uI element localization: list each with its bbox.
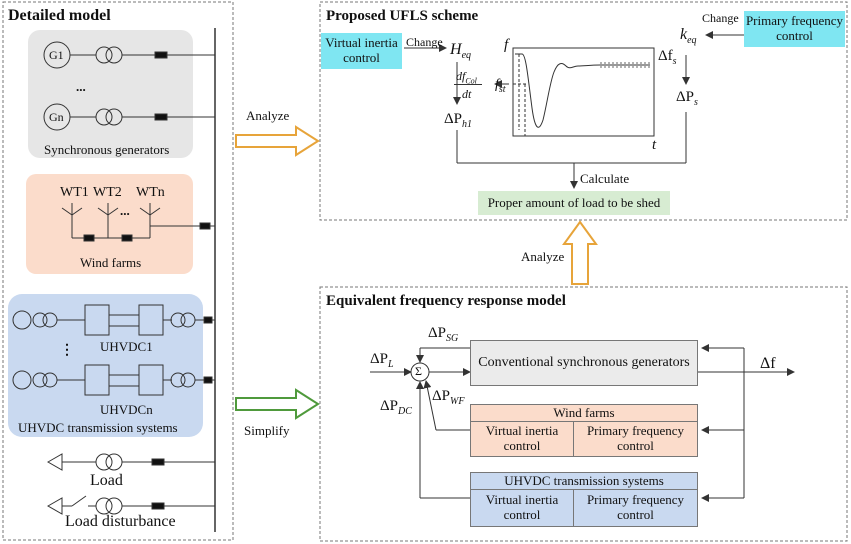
conv-gen-text: Conventional synchronous generators: [478, 354, 690, 370]
virtual-inertia-text: Virtual inertia control: [325, 35, 398, 65]
calculate-label: Calculate: [580, 171, 630, 186]
dpdc-label: ΔPDC: [380, 398, 412, 417]
heq-label: Heq: [450, 41, 472, 62]
dps-label: ΔPs: [676, 89, 698, 108]
keq-label: keq: [680, 26, 697, 47]
load-shed-text: Proper amount of load to be shed: [487, 194, 661, 210]
wtn-label: WTn: [136, 185, 165, 200]
dfcol-numerator: dfCol: [456, 69, 477, 86]
uhvdc-systems-label: UHVDC transmission systems: [18, 420, 178, 435]
uhvdcn-label: UHVDCn: [100, 402, 153, 417]
change-left-label: Change: [406, 35, 443, 49]
wind-panel: [26, 174, 193, 274]
sync-gen-panel: [28, 30, 193, 158]
freq-response-chart: [512, 47, 655, 137]
uhvdc1-branch: [12, 304, 215, 336]
wt-dots: ...: [120, 203, 130, 218]
wt2-label: WT2: [93, 185, 122, 200]
dpl-label: ΔPL: [370, 351, 394, 370]
wind-title-box: Wind farms: [470, 404, 698, 422]
uhvdc1-label: UHVDC1: [100, 339, 153, 354]
analyze-arrow-right: [235, 125, 320, 157]
dph1-label: ΔPh1: [444, 111, 472, 130]
analyze-right-label: Analyze: [246, 108, 290, 123]
wind-title-text: Wind farms: [553, 404, 615, 420]
t-axis-label: t: [652, 137, 657, 153]
load-label: Load: [90, 472, 123, 489]
uhvdc-vi-box: Virtual inertia control: [470, 489, 574, 527]
dfs-label: Δfs: [658, 48, 677, 67]
dpsg-label: ΔPSG: [428, 325, 459, 344]
sync-gen-label: Synchronous generators: [44, 142, 170, 157]
sigma-label: Σ: [415, 364, 422, 378]
sum-junction: [410, 362, 430, 382]
wind-pf-text: Primary frequency control: [586, 423, 685, 453]
wt1-label: WT1: [60, 185, 89, 200]
wind-vi-text: Virtual inertia control: [485, 423, 559, 453]
ufls-frame: [319, 1, 848, 221]
sync-gen-dots: ...: [76, 79, 86, 94]
dpwf-label: ΔPWF: [432, 388, 465, 407]
ufls-title: Proposed UFLS scheme: [326, 8, 479, 24]
load-shed-box: Proper amount of load to be shed: [478, 191, 670, 215]
detailed-model-frame: [2, 1, 234, 541]
primary-freq-text: Primary frequency control: [745, 13, 844, 43]
g1-label: G1: [49, 48, 64, 62]
efr-title: Equivalent frequency response model: [326, 293, 566, 309]
gn-branch: [43, 103, 215, 131]
efr-connectors: [370, 344, 795, 502]
f-axis-label: f: [504, 37, 509, 53]
wind-turbines: [61, 203, 215, 242]
uhvdc-title-box: UHVDC transmission systems: [470, 472, 698, 490]
fst-label: fst: [495, 77, 506, 95]
dfcol-denominator: dt: [462, 87, 472, 101]
gn-label: Gn: [49, 110, 64, 124]
dfcol-bar: [454, 84, 482, 85]
ufls-connectors: [404, 31, 744, 189]
analyze-arrow-up: [562, 220, 598, 285]
detailed-model-title: Detailed model: [8, 7, 111, 24]
uhvdc-vi-text: Virtual inertia control: [485, 492, 559, 522]
conv-gen-box: Conventional synchronous generators: [470, 340, 698, 386]
wind-farms-label: Wind farms: [80, 255, 142, 270]
uhvdc-title-text: UHVDC transmission systems: [504, 472, 664, 488]
uhvdcn-branch: [12, 364, 215, 396]
load-disturbance-label: Load disturbance: [65, 513, 176, 530]
wind-vi-box: Virtual inertia control: [470, 421, 574, 457]
simplify-label: Simplify: [244, 423, 290, 438]
load-branch: [46, 453, 215, 471]
virtual-inertia-box: Virtual inertia control: [321, 33, 402, 69]
change-right-label: Change: [702, 11, 739, 25]
primary-freq-box: Primary frequency control: [744, 11, 845, 47]
load-disturbance-branch: [46, 495, 215, 515]
g1-branch: [43, 41, 215, 69]
df-output-label: Δf: [760, 355, 776, 372]
uhvdc-pf-text: Primary frequency control: [586, 492, 685, 522]
analyze-up-label: Analyze: [521, 249, 565, 264]
wind-pf-box: Primary frequency control: [573, 421, 698, 457]
simplify-arrow: [235, 388, 320, 420]
uhvdc-vdots: ⋮: [60, 343, 74, 358]
uhvdc-pf-box: Primary frequency control: [573, 489, 698, 527]
efr-frame: [319, 286, 848, 542]
